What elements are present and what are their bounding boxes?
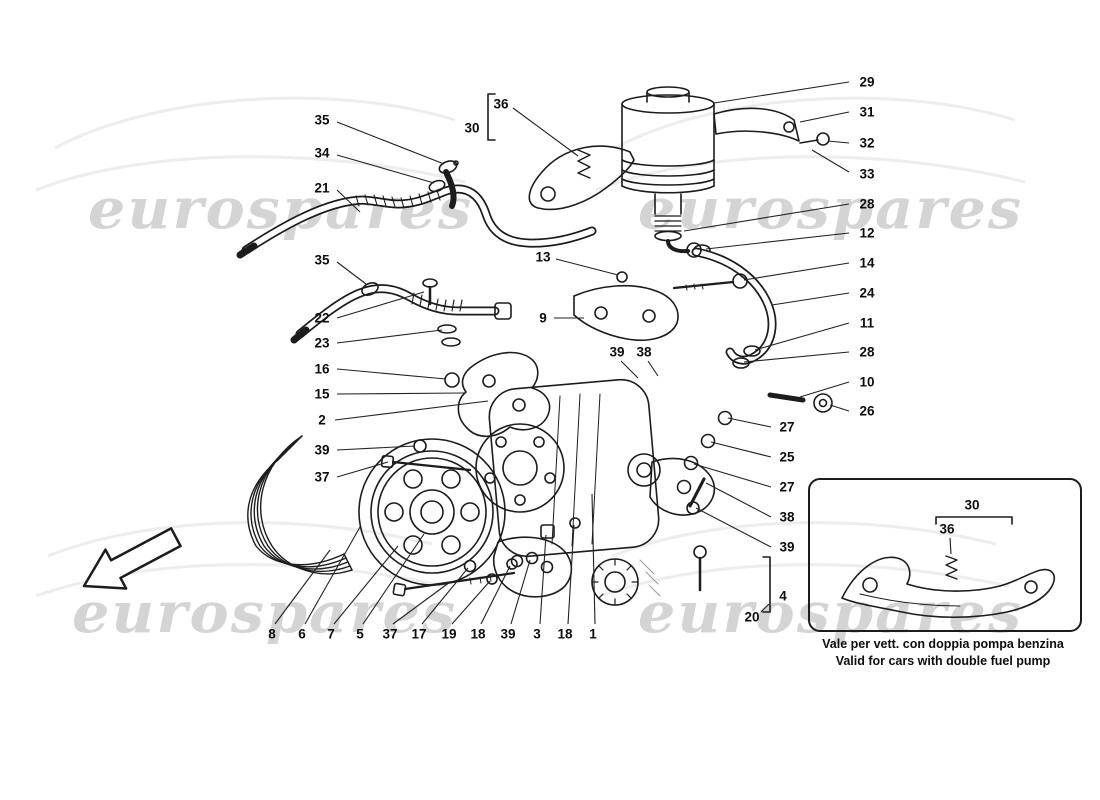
part-callout-34: 34 [314, 145, 330, 161]
part-callout-39: 39 [500, 626, 516, 642]
part-callout-37: 37 [382, 626, 398, 642]
part-callout-6: 6 [298, 626, 306, 642]
part-callout-39: 39 [609, 344, 625, 360]
part-callout-17: 17 [411, 626, 427, 642]
part-callout-27: 27 [779, 479, 795, 495]
part-callout-7: 7 [327, 626, 335, 642]
part-callout-21: 21 [314, 180, 330, 196]
part-callout-23: 23 [314, 335, 330, 351]
part-callout-35: 35 [314, 252, 330, 268]
part-callout-28: 28 [859, 344, 875, 360]
part-callout-16: 16 [314, 361, 330, 377]
inset-caption: Vale per vett. con doppia pompa benzina … [796, 636, 1090, 670]
part-callout-18: 18 [557, 626, 573, 642]
part-callout-18: 18 [470, 626, 486, 642]
part-callout-38: 38 [779, 509, 795, 525]
part-callout-9: 9 [539, 310, 547, 326]
part-callout-36: 36 [939, 521, 955, 537]
part-callout-3: 3 [533, 626, 541, 642]
part-callout-4: 4 [779, 588, 787, 604]
part-callout-15: 15 [314, 386, 330, 402]
part-callout-32: 32 [859, 135, 875, 151]
part-callout-13: 13 [535, 249, 551, 265]
part-callout-37: 37 [314, 469, 330, 485]
part-callout-14: 14 [859, 255, 875, 271]
part-callout-38: 38 [636, 344, 652, 360]
inset-caption-line-italian: Vale per vett. con doppia pompa benzina [822, 637, 1064, 651]
inset-caption-line-english: Valid for cars with double fuel pump [835, 653, 1051, 668]
part-callout-22: 22 [314, 310, 330, 326]
part-callout-8: 8 [268, 626, 276, 642]
part-callout-30: 30 [464, 120, 480, 136]
double-fuel-pump-inset-box [808, 478, 1082, 632]
part-callout-36: 36 [493, 96, 509, 112]
part-callout-10: 10 [859, 374, 875, 390]
part-callout-24: 24 [859, 285, 875, 301]
part-callout-27: 27 [779, 419, 795, 435]
part-callout-25: 25 [779, 449, 795, 465]
part-callout-12: 12 [859, 225, 875, 241]
part-callout-26: 26 [859, 403, 875, 419]
part-callout-39: 39 [314, 442, 330, 458]
part-callout-31: 31 [859, 104, 875, 120]
part-callout-39: 39 [779, 539, 795, 555]
part-callout-20: 20 [744, 609, 760, 625]
part-callout-29: 29 [859, 74, 875, 90]
part-callout-35: 35 [314, 112, 330, 128]
part-callout-11: 11 [859, 315, 875, 331]
part-callout-1: 1 [589, 626, 597, 642]
part-callout-30: 30 [964, 497, 980, 513]
part-callout-28: 28 [859, 196, 875, 212]
part-callout-19: 19 [441, 626, 457, 642]
part-callout-2: 2 [318, 412, 326, 428]
part-callout-5: 5 [356, 626, 364, 642]
part-callout-33: 33 [859, 166, 875, 182]
